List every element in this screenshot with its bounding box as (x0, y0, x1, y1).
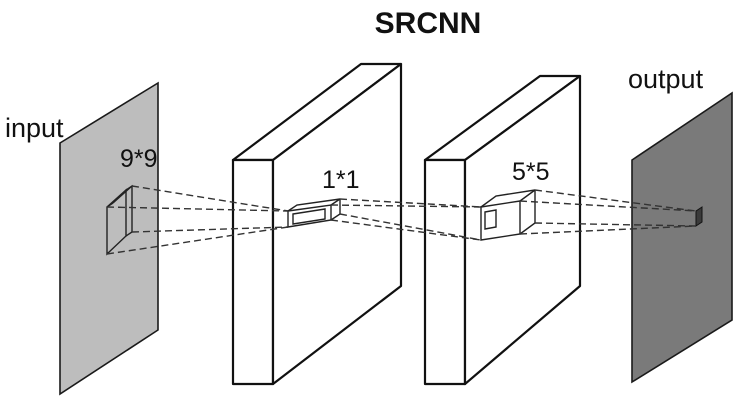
kernel-label-5x5: 5*5 (512, 158, 550, 186)
output-plane-face (631, 91, 733, 384)
kernel-label-9x9: 9*9 (120, 145, 158, 173)
block2-front-face (463, 74, 582, 386)
kernel-label-1x1: 1*1 (322, 166, 360, 194)
input-label: input (5, 113, 64, 143)
conv-block-1 (231, 62, 403, 386)
projection-lines (106, 185, 697, 255)
output-plane (631, 91, 733, 384)
block1-front-face (271, 62, 403, 386)
input-plane-face (59, 81, 159, 396)
diagram-title: SRCNN (375, 7, 482, 40)
output-label: output (628, 64, 704, 94)
conv-block-2 (423, 74, 582, 386)
block1-side-face (231, 158, 275, 386)
output-pixel (695, 206, 703, 227)
input-plane (59, 81, 159, 396)
block2-side-face (423, 158, 467, 386)
